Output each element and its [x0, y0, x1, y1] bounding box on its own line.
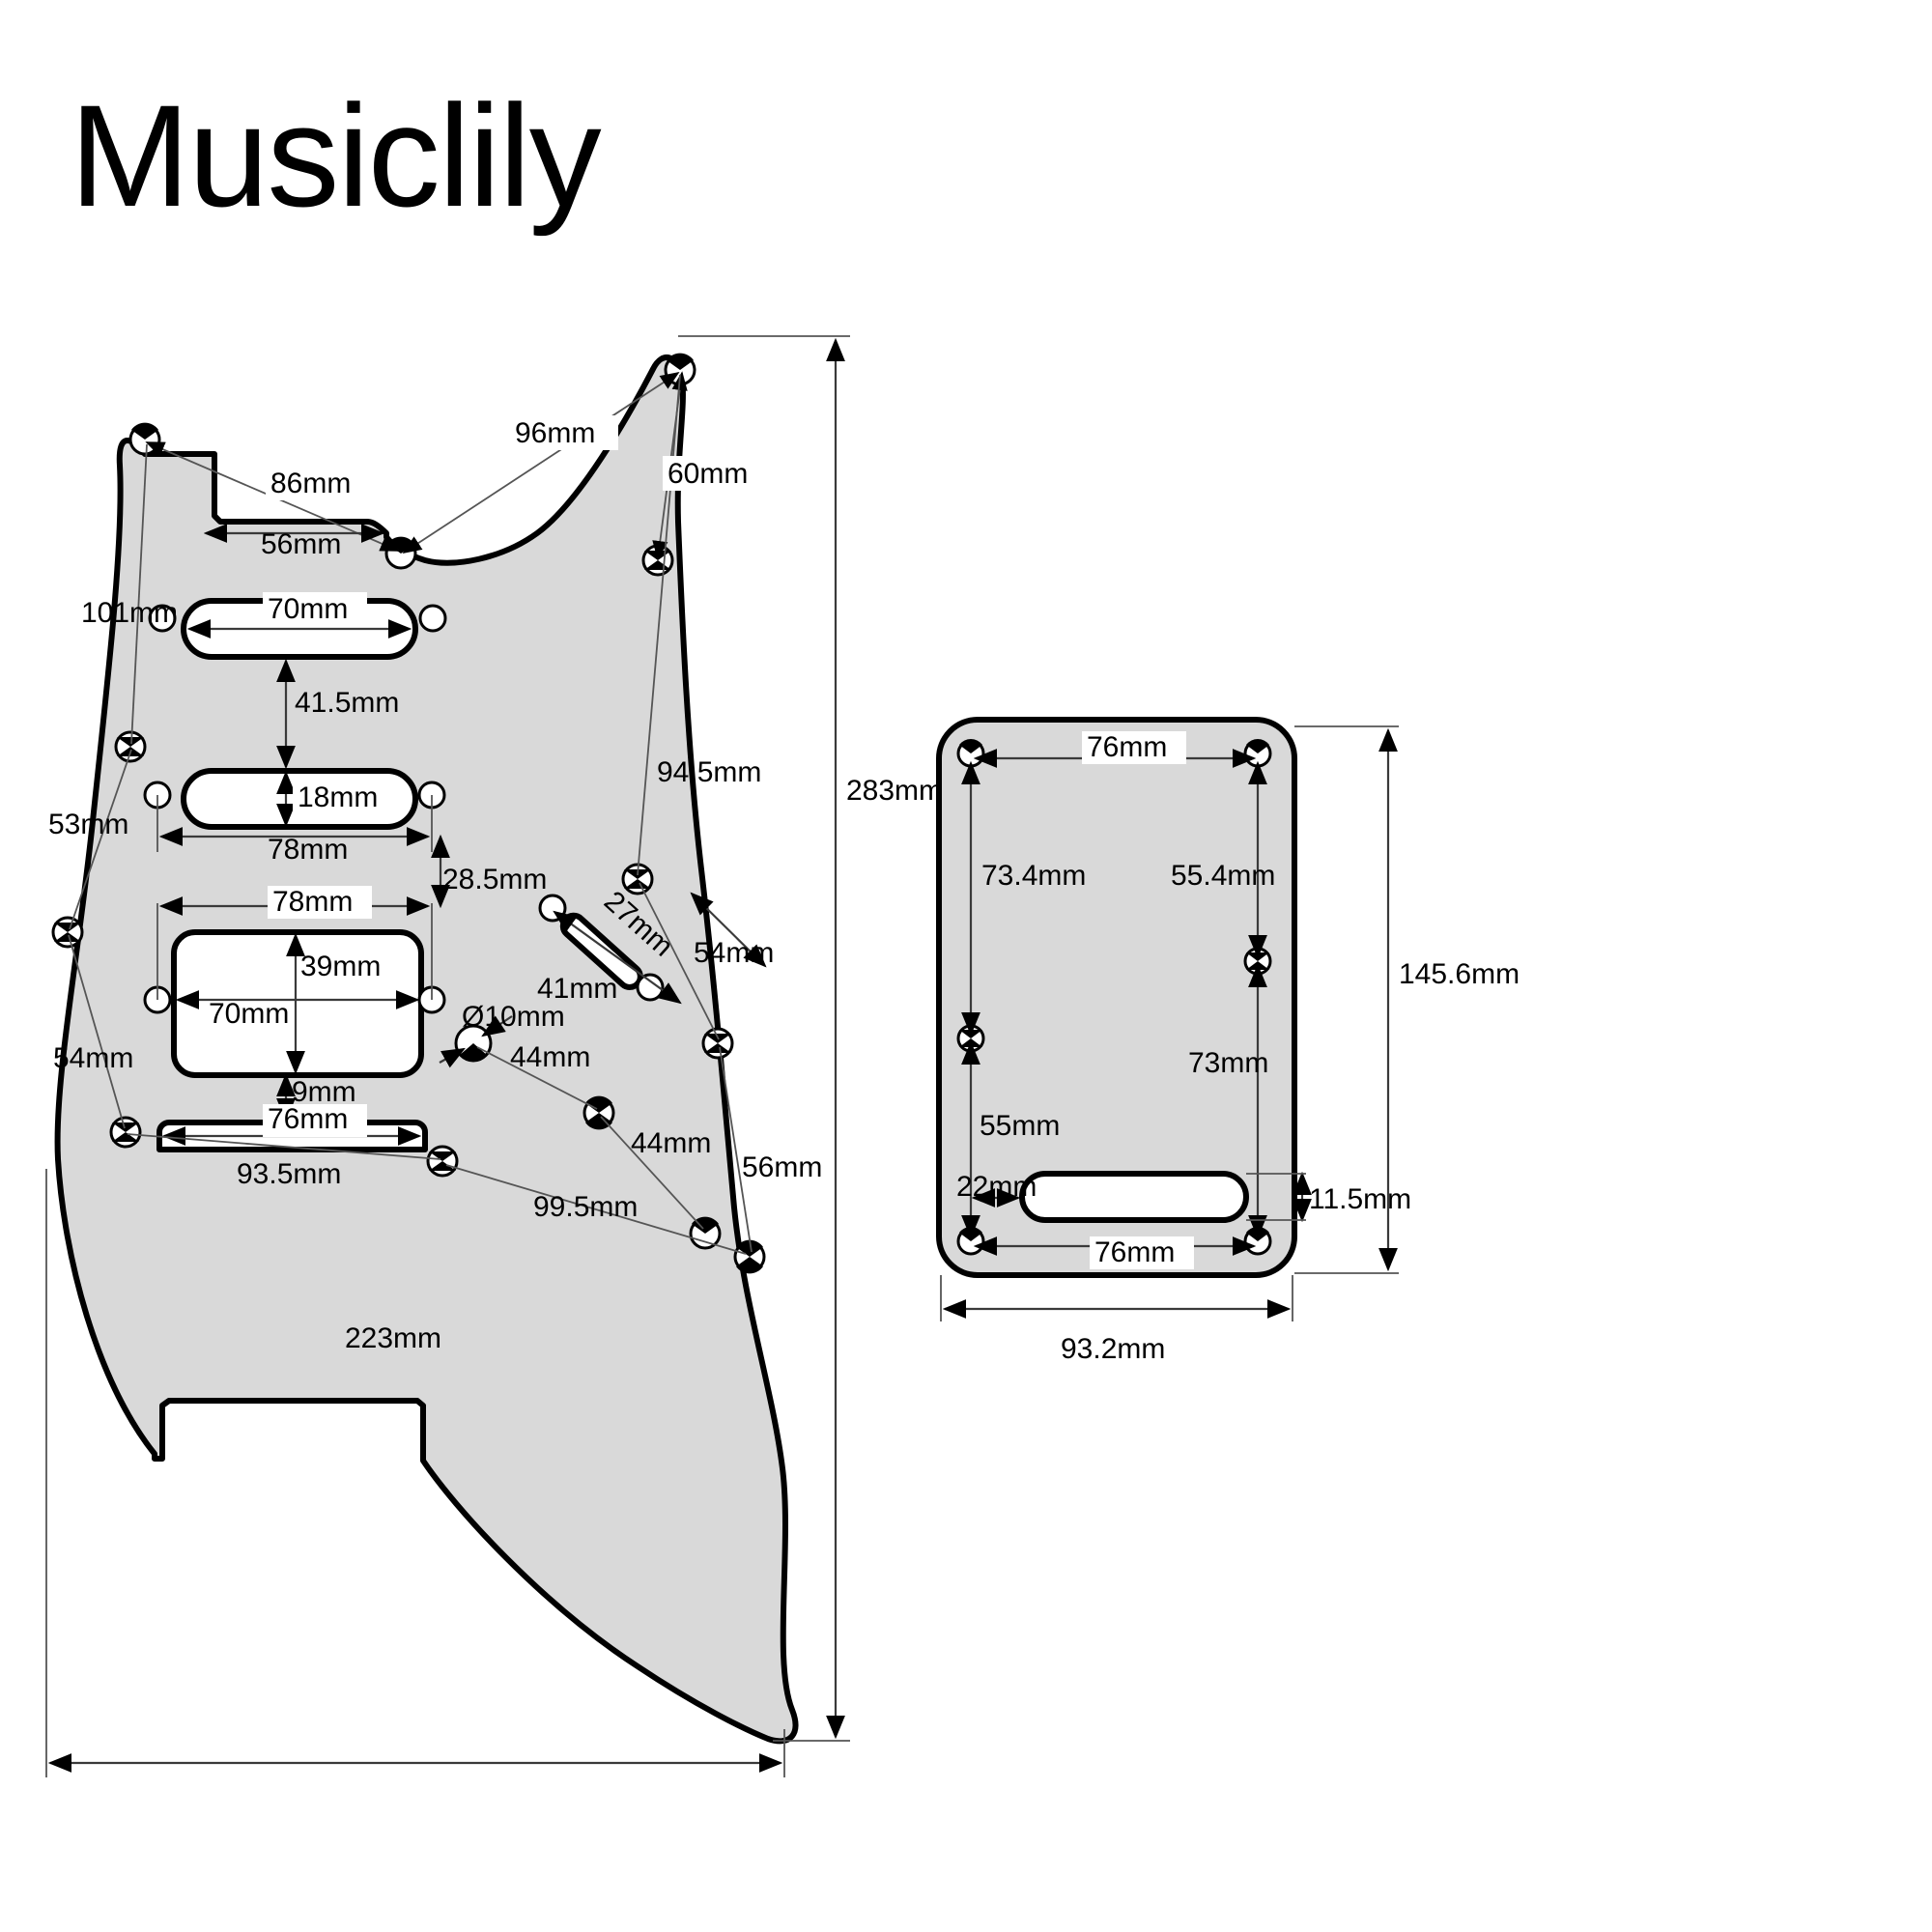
- dim-label-54-right: 54mm: [694, 937, 774, 969]
- dim-label-54-left: 54mm: [53, 1042, 133, 1074]
- dim-label-b55p4: 55.4mm: [1171, 860, 1275, 892]
- screw-hole: [426, 1145, 459, 1178]
- dim-line-44-lower: [600, 1116, 704, 1230]
- dim-label-b73p4: 73.4mm: [981, 860, 1086, 892]
- backplate-part: [936, 717, 1399, 1321]
- dim-line-99p5: [445, 1164, 747, 1255]
- pickguard-part: [45, 335, 850, 1777]
- screw-hole: [384, 536, 417, 570]
- dim-label-76-switch: 76mm: [268, 1103, 348, 1135]
- backplate-outline: [936, 717, 1297, 1278]
- screw-hole: [1243, 739, 1272, 768]
- dim-label-78-mid: 78mm: [268, 834, 348, 866]
- label-bg: [293, 781, 385, 813]
- dim-label-b55: 55mm: [980, 1110, 1060, 1142]
- dim-line-56-right: [719, 1046, 753, 1253]
- dim-label-41: 41mm: [537, 973, 617, 1005]
- dim-line-44-upper: [476, 1046, 598, 1110]
- screw-hole: [128, 422, 161, 456]
- backplate-string-slot: [1019, 1171, 1249, 1223]
- screw-hole: [641, 544, 674, 577]
- dim-label-56: 56mm: [261, 528, 341, 560]
- dim-label-b76-top: 76mm: [1087, 731, 1167, 763]
- screw-hole: [114, 730, 147, 763]
- dim-label-18: 18mm: [298, 781, 378, 813]
- dim-line-96: [402, 372, 680, 554]
- dim-line-41: [553, 910, 682, 1005]
- dim-label-28p5: 28.5mm: [442, 864, 547, 895]
- dim-label-283: 283mm: [846, 775, 943, 807]
- dim-label-99p5: 99.5mm: [533, 1191, 638, 1223]
- label-bg: [1082, 731, 1186, 764]
- dim-label-44-lower: 44mm: [631, 1127, 711, 1159]
- screw-hole: [109, 1116, 142, 1149]
- dim-label-44-upper: 44mm: [510, 1041, 590, 1073]
- dim-line-101: [130, 443, 148, 745]
- dim-label-b22: 22mm: [956, 1171, 1037, 1203]
- dim-label-9: 9mm: [292, 1076, 356, 1108]
- label-bg: [510, 415, 618, 450]
- label-bg: [1090, 1236, 1194, 1269]
- label-bg: [663, 456, 771, 491]
- screw-hole: [689, 1216, 722, 1250]
- dim-label-56-right: 56mm: [742, 1151, 822, 1183]
- dim-label-70-neck: 70mm: [268, 593, 348, 625]
- label-bg: [268, 886, 372, 919]
- dim-line-93p5: [127, 1133, 441, 1160]
- dim-line-diam10: [481, 1015, 513, 1037]
- dim-label-86: 86mm: [270, 468, 351, 499]
- dim-label-96: 96mm: [515, 417, 595, 449]
- label-bg: [263, 1104, 367, 1137]
- dim-line-53: [69, 749, 132, 930]
- dim-label-94p5: 94.5mm: [657, 756, 761, 788]
- dim-label-93p5: 93.5mm: [237, 1158, 341, 1190]
- pickup-screw-hole: [418, 604, 447, 633]
- dim-label-70-hb: 70mm: [209, 998, 289, 1030]
- dim-label-b73: 73mm: [1188, 1047, 1268, 1079]
- dim-label-b11p5: 11.5mm: [1309, 1183, 1411, 1215]
- screw-hole: [51, 916, 84, 949]
- dim-label-b93p2: 93.2mm: [1061, 1333, 1165, 1365]
- pickguard-outline: [54, 355, 799, 1745]
- screw-hole: [701, 1027, 734, 1060]
- dim-label-101: 101mm: [81, 597, 178, 629]
- pickup-screw-hole: [148, 604, 177, 633]
- dim-label-b145p6: 145.6mm: [1399, 958, 1520, 990]
- dim-label-53: 53mm: [48, 809, 128, 840]
- dim-line-54-left: [68, 934, 126, 1129]
- dim-label-diam10: Ø10mm: [462, 1001, 565, 1033]
- dim-line-27: [690, 892, 767, 968]
- dim-label-39: 39mm: [300, 951, 381, 982]
- label-bg: [263, 592, 367, 625]
- dim-label-223: 223mm: [345, 1322, 441, 1354]
- dim-label-78-bridge: 78mm: [272, 886, 353, 918]
- dim-line-diam10b: [439, 1047, 466, 1068]
- label-bg: [266, 466, 374, 500]
- dim-label-b76-bottom: 76mm: [1094, 1236, 1175, 1268]
- dim-label-60: 60mm: [668, 458, 748, 490]
- screw-hole: [956, 739, 985, 768]
- screw-hole: [621, 863, 654, 895]
- dim-label-41p5: 41.5mm: [295, 687, 399, 719]
- brand-title: Musiclily: [70, 74, 602, 237]
